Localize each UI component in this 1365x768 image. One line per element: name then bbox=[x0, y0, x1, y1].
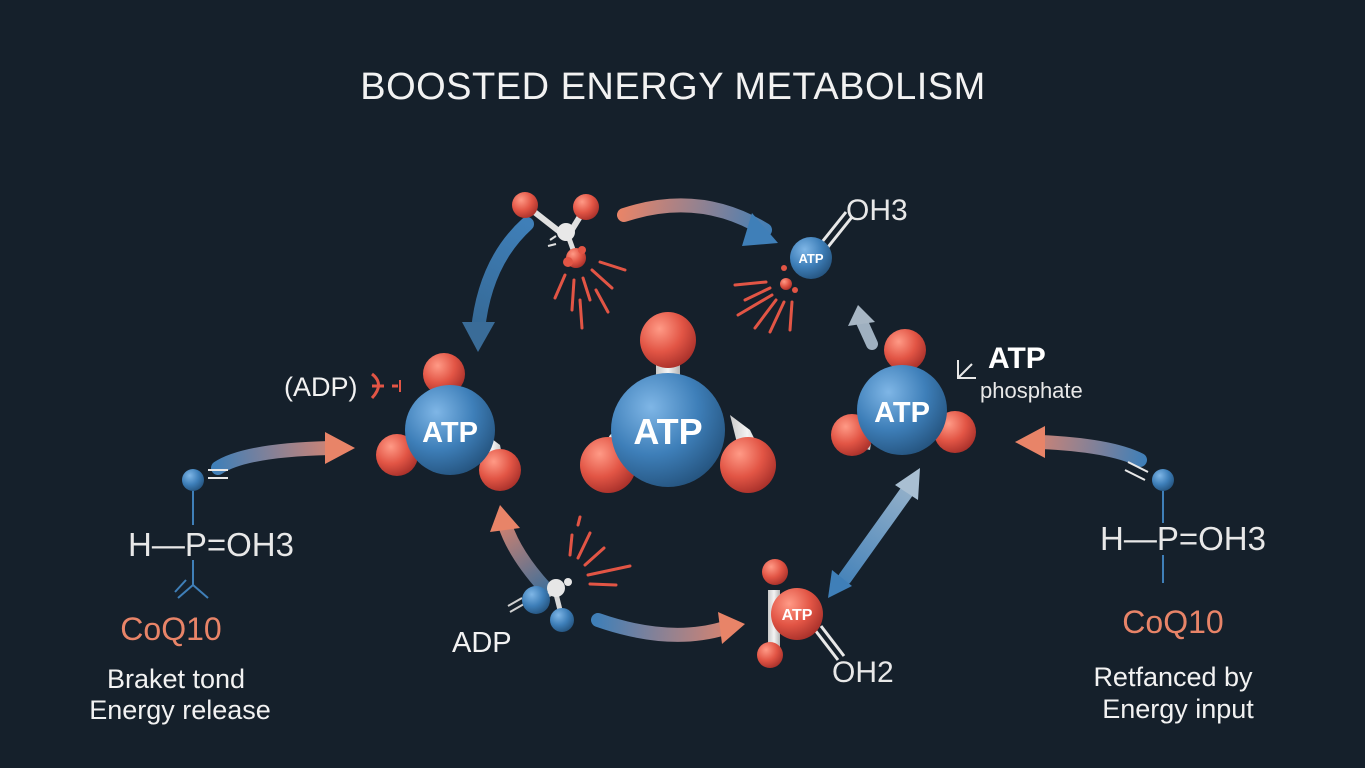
coq10-left: H—P=OH3 CoQ10 Braket tond Energy release bbox=[89, 469, 294, 725]
atp-right-label: ATP bbox=[874, 397, 930, 429]
atp-side-label: ATP bbox=[988, 342, 1046, 375]
splitting-molecule-top bbox=[512, 192, 627, 330]
atp-top-right-label: ATP bbox=[798, 251, 823, 266]
atp-phosphate-annotation: ATP phosphate bbox=[957, 342, 1083, 403]
atp-bottom-label: ATP bbox=[782, 607, 813, 624]
arrow-bottom bbox=[591, 612, 745, 644]
atp-left-label: ATP bbox=[422, 417, 478, 449]
right-caption-line1: Retfanced by bbox=[1093, 662, 1253, 692]
adp-molecule: ADP bbox=[452, 515, 632, 659]
adp-annotation: (ADP) bbox=[284, 372, 401, 402]
atp-molecule-left: ATP bbox=[376, 353, 521, 491]
atp-center-label: ATP bbox=[633, 411, 702, 452]
arrow-left-top bbox=[462, 217, 534, 352]
atp-molecule-center: ATP bbox=[580, 312, 776, 493]
atp-molecule-right: ATP bbox=[831, 329, 976, 456]
right-formula: H—P=OH3 bbox=[1100, 520, 1266, 557]
atp-molecule-bottom: ATP OH2 bbox=[757, 559, 894, 689]
oh3-top-label: OH3 bbox=[846, 194, 908, 227]
right-caption-line2: Energy input bbox=[1102, 694, 1254, 724]
arrow-left-input bbox=[211, 432, 355, 475]
left-coq10-label: CoQ10 bbox=[120, 611, 221, 647]
arrow-right-input bbox=[1015, 426, 1147, 467]
coq10-right: H—P=OH3 CoQ10 Retfanced by Energy input bbox=[1093, 461, 1266, 724]
diagram-title: BOOSTED ENERGY METABOLISM bbox=[360, 66, 986, 108]
arrow-right-diagonal bbox=[828, 468, 920, 598]
phosphate-label: phosphate bbox=[980, 378, 1083, 403]
adp-paren-label: (ADP) bbox=[284, 372, 358, 402]
arrow-left-bottom bbox=[490, 505, 552, 595]
right-coq10-label: CoQ10 bbox=[1122, 604, 1223, 640]
atp-molecule-top-right: ATP OH3 bbox=[733, 194, 908, 334]
left-caption-line1: Braket tond bbox=[107, 664, 245, 694]
left-caption-line2: Energy release bbox=[89, 695, 271, 725]
arrow-right-up bbox=[848, 305, 878, 350]
arrow-top bbox=[617, 198, 778, 246]
adp-label: ADP bbox=[452, 627, 512, 659]
oh2-bottom-label: OH2 bbox=[832, 656, 894, 689]
left-formula: H—P=OH3 bbox=[128, 526, 294, 563]
